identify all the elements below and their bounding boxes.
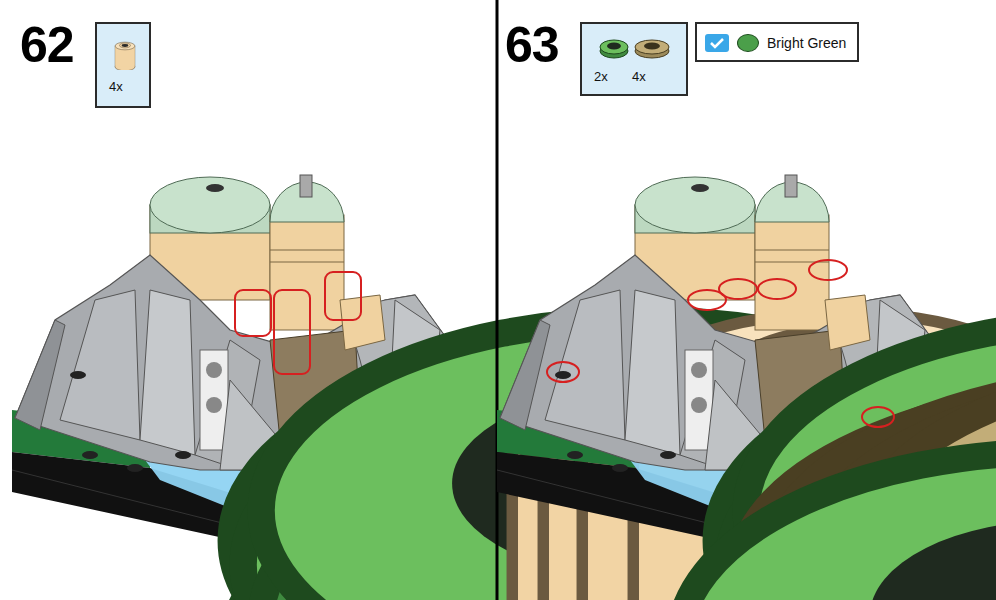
- step-number: 63: [505, 20, 559, 70]
- step-number: 62: [20, 20, 74, 70]
- legend-text: Bright Green: [767, 36, 846, 50]
- part-icon: [105, 34, 145, 70]
- color-swatch: [737, 34, 759, 52]
- legend-box: Bright Green: [695, 22, 859, 62]
- parts-box: 2x 4x: [580, 22, 688, 96]
- part-count: 4x: [632, 70, 646, 83]
- parts-box: 4x: [95, 22, 151, 108]
- part-icon: [594, 32, 674, 62]
- part-count: 2x: [594, 70, 608, 83]
- part-count: 4x: [109, 80, 123, 93]
- check-icon: [705, 34, 729, 52]
